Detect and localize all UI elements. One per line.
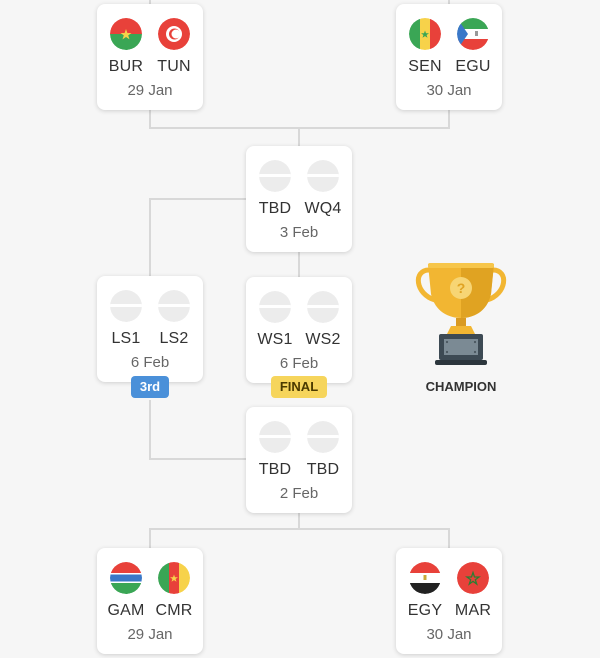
- team-code: MAR: [454, 602, 492, 619]
- team-code: TBD: [306, 461, 340, 478]
- team-code: LS1: [111, 330, 141, 347]
- match-card-semi-bottom[interactable]: TBD TBD 2 Feb: [246, 407, 352, 513]
- placeholder-flag-icon: [307, 291, 339, 323]
- placeholder-flag-icon: [259, 421, 291, 453]
- match-date: 30 Jan: [426, 82, 472, 99]
- connector-line: [149, 198, 151, 278]
- connector-line: [298, 252, 300, 278]
- team-code: TBD: [258, 200, 292, 217]
- team-code: EGU: [455, 58, 491, 75]
- match-card-semi-top[interactable]: TBD WQ4 3 Feb: [246, 146, 352, 252]
- placeholder-flag-icon: [259, 160, 291, 192]
- team-code: GAM: [107, 602, 145, 619]
- champion-label: CHAMPION: [425, 379, 497, 394]
- match-date: 6 Feb: [279, 355, 319, 372]
- trophy-icon: ?: [416, 263, 506, 365]
- team-code: TUN: [157, 58, 191, 75]
- morocco-flag-icon: [457, 562, 489, 594]
- match-card-final[interactable]: WS1 WS2 6 Feb: [246, 277, 352, 383]
- team-code: WQ4: [304, 200, 342, 217]
- match-date: 29 Jan: [127, 82, 173, 99]
- final-badge: FINAL: [271, 376, 327, 398]
- connector-line: [149, 110, 151, 128]
- egypt-flag-icon: [409, 562, 441, 594]
- gambia-flag-icon: [110, 562, 142, 594]
- placeholder-flag-icon: [110, 290, 142, 322]
- trophy-question-mark: ?: [457, 280, 466, 296]
- champion-trophy: ? CHAMPION: [411, 260, 511, 400]
- cameroon-flag-icon: [158, 562, 190, 594]
- match-date: 30 Jan: [426, 626, 472, 643]
- match-card-bottom-left[interactable]: GAM CMR 29 Jan: [97, 548, 203, 654]
- team-code: SEN: [408, 58, 442, 75]
- match-card-top-left[interactable]: BUR TUN 29 Jan: [97, 4, 203, 110]
- connector-line: [149, 0, 151, 5]
- tunisia-flag-icon: [158, 18, 190, 50]
- team-code: TBD: [258, 461, 292, 478]
- match-date: 2 Feb: [279, 485, 319, 502]
- match-card-bottom-right[interactable]: EGY MAR 30 Jan: [396, 548, 502, 654]
- team-code: BUR: [108, 58, 144, 75]
- equatorial-guinea-flag-icon: [457, 18, 489, 50]
- connector-line: [298, 127, 300, 147]
- match-date: 3 Feb: [279, 224, 319, 241]
- match-card-top-right[interactable]: SEN EGU 30 Jan: [396, 4, 502, 110]
- match-date: 6 Feb: [130, 354, 170, 371]
- connector-line: [448, 528, 450, 549]
- team-code: WS2: [305, 331, 341, 348]
- connector-line: [298, 512, 300, 530]
- senegal-flag-icon: [409, 18, 441, 50]
- connector-line: [448, 110, 450, 128]
- placeholder-flag-icon: [307, 421, 339, 453]
- match-date: 29 Jan: [127, 626, 173, 643]
- placeholder-flag-icon: [259, 291, 291, 323]
- connector-line: [149, 198, 247, 200]
- connector-line: [149, 528, 450, 530]
- connector-line: [448, 0, 450, 5]
- third-place-badge: 3rd: [131, 376, 169, 398]
- burkina-faso-flag-icon: [110, 18, 142, 50]
- team-code: EGY: [407, 602, 443, 619]
- team-code: CMR: [155, 602, 193, 619]
- connector-line: [149, 458, 247, 460]
- team-code: WS1: [257, 331, 293, 348]
- placeholder-flag-icon: [307, 160, 339, 192]
- match-card-third-place[interactable]: LS1 LS2 6 Feb: [97, 276, 203, 382]
- team-code: LS2: [159, 330, 189, 347]
- connector-line: [149, 400, 151, 460]
- placeholder-flag-icon: [158, 290, 190, 322]
- connector-line: [149, 528, 151, 549]
